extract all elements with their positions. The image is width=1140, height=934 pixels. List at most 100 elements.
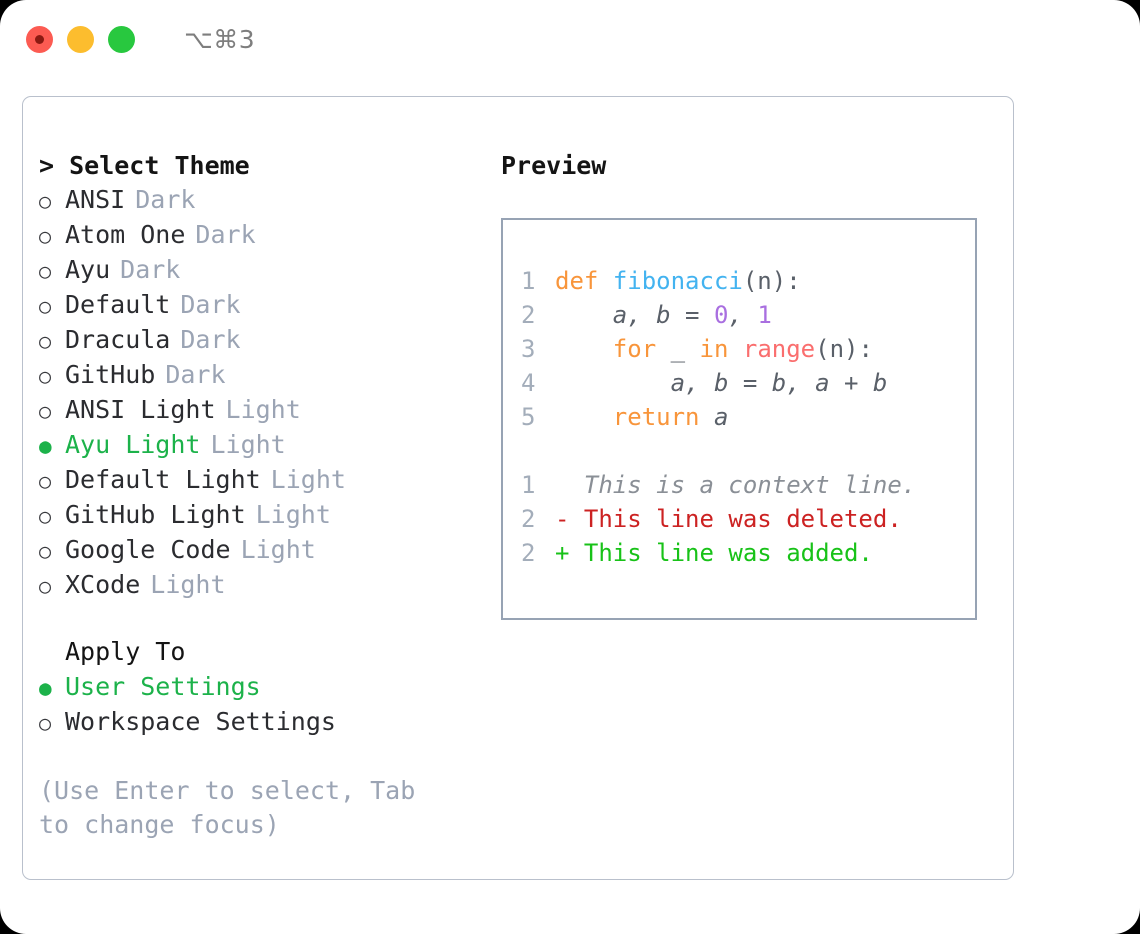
- theme-option[interactable]: ○ Atom One Dark: [39, 218, 489, 253]
- title-bar: ⌥⌘3: [0, 0, 1140, 78]
- radio-unselected-icon: ○: [39, 504, 52, 528]
- diff-line: 2+ This line was added.: [521, 536, 975, 570]
- token-pl: [555, 403, 613, 431]
- token-pl: _: [656, 335, 700, 363]
- token-ctx: This is a context line.: [555, 471, 917, 499]
- token-pl: a, b = b, a + b: [555, 369, 888, 397]
- radio-unselected-icon: ○: [39, 469, 52, 493]
- token-kw: return: [612, 403, 700, 431]
- radio-unselected-icon: ○: [39, 539, 52, 563]
- line-number: 3: [521, 335, 536, 363]
- token-punct: (n):: [742, 267, 801, 295]
- token-kw: in: [699, 335, 729, 363]
- apply-to-option[interactable]: ● User Settings: [39, 670, 489, 705]
- radio-unselected-icon: ○: [39, 364, 52, 388]
- token-pl: [728, 335, 742, 363]
- theme-option-variant: Dark: [165, 360, 226, 389]
- token-num: 1: [757, 301, 772, 329]
- close-button[interactable]: [26, 25, 53, 53]
- token-kw: def: [555, 267, 599, 295]
- theme-option-label: XCode: [65, 570, 141, 599]
- theme-option-variant: Light: [270, 465, 346, 494]
- theme-option-label: Default: [65, 290, 171, 319]
- theme-option-label: GitHub: [65, 360, 156, 389]
- theme-option[interactable]: ○ Dracula Dark: [39, 323, 489, 358]
- keyboard-hint-text: (Use Enter to select, Tab to change focu…: [39, 776, 431, 839]
- maximize-button[interactable]: [108, 25, 135, 53]
- token-punct: [598, 267, 612, 295]
- apply-to-option[interactable]: ○Workspace Settings: [39, 705, 489, 740]
- apply-to-list[interactable]: ● User Settings ○Workspace Settings: [39, 670, 489, 740]
- theme-option-label: Atom One: [65, 220, 186, 249]
- section-spacer: [39, 603, 489, 635]
- token-del: - This line was deleted.: [555, 505, 902, 533]
- token-kw: for: [612, 335, 657, 363]
- code-line: 2 a, b = 0, 1: [521, 298, 975, 332]
- line-number: 1: [521, 471, 536, 499]
- diff-line: 1 This is a context line.: [521, 468, 975, 502]
- theme-option-variant: Light: [225, 395, 301, 424]
- line-content: + This line was added.: [555, 536, 873, 570]
- diff-sample-block: 1 This is a context line. 2 - This line wa…: [521, 468, 975, 570]
- token-pl: a: [699, 403, 729, 431]
- apply-to-marker-placeholder: ○: [39, 636, 65, 670]
- code-line: 5 return a: [521, 400, 975, 434]
- code-line: 4 a, b = b, a + b: [521, 366, 975, 400]
- token-pl: [555, 335, 613, 363]
- diff-line: 2 - This line was deleted.: [521, 502, 975, 536]
- apply-to-label: Apply To: [65, 637, 186, 666]
- theme-option-label: Dracula: [65, 325, 171, 354]
- radio-unselected-icon: ○: [39, 259, 52, 283]
- radio-unselected-icon: ○: [39, 294, 52, 318]
- token-num: 0: [713, 301, 729, 329]
- radio-unselected-icon: ○: [39, 574, 52, 598]
- apply-to-heading: ○ Apply To: [39, 635, 489, 670]
- line-content: def fibonacci(n):: [555, 264, 801, 298]
- radio-unselected-icon: ○: [39, 224, 52, 248]
- line-content: a, b = b, a + b: [555, 366, 888, 400]
- token-pl: a, b =: [555, 301, 714, 329]
- theme-option-variant: Dark: [120, 255, 181, 284]
- line-number: 2: [521, 505, 536, 533]
- line-content: - This line was deleted.: [555, 502, 902, 536]
- theme-option-label: ANSI: [65, 185, 126, 214]
- preview-heading: Preview: [501, 151, 607, 180]
- theme-option-variant: Dark: [195, 220, 256, 249]
- theme-option-label: Google Code: [65, 535, 231, 564]
- theme-option-label: Ayu Light: [65, 430, 201, 459]
- theme-option[interactable]: ○ GitHub Dark: [39, 358, 489, 393]
- theme-option-label: GitHub Light: [65, 500, 246, 529]
- code-line: 3 for _ in range(n):: [521, 332, 975, 366]
- line-content: return a: [555, 400, 729, 434]
- minimize-button[interactable]: [67, 25, 94, 53]
- line-number: 5: [521, 403, 536, 431]
- theme-option-variant: Dark: [180, 325, 241, 354]
- radio-unselected-icon: ○: [39, 329, 52, 353]
- radio-selected-icon: ●: [39, 676, 52, 700]
- line-number: 2: [521, 301, 536, 329]
- radio-unselected-icon: ○: [39, 189, 52, 213]
- apply-to-option-label: Workspace Settings: [65, 707, 336, 736]
- theme-option-variant: Light: [210, 430, 286, 459]
- apply-to-option-label: User Settings: [65, 672, 261, 701]
- line-content: for _ in range(n):: [555, 332, 873, 366]
- hint-spacer: [39, 740, 489, 774]
- token-call: range: [742, 335, 816, 363]
- line-number: 4: [521, 369, 536, 397]
